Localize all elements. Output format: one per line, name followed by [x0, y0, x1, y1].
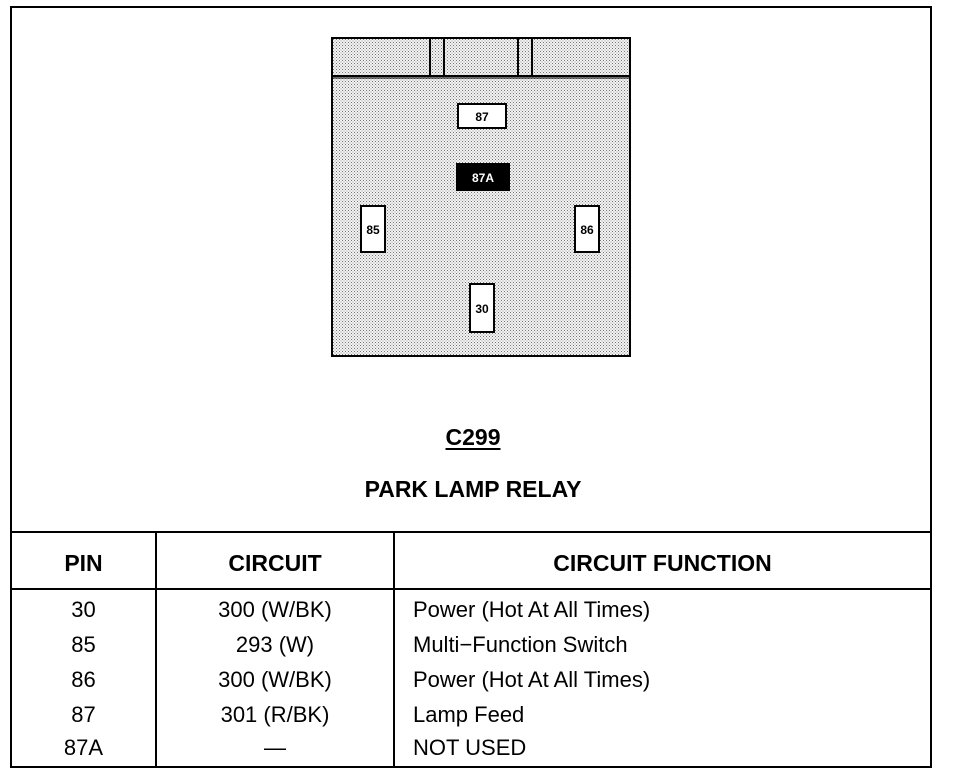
row-pin: 85	[71, 632, 96, 657]
pin-30-label: 30	[475, 302, 489, 316]
row-circuit: 301 (R/BK)	[220, 702, 330, 727]
pin-87a-label: 87A	[472, 171, 494, 185]
row-pin: 30	[71, 597, 96, 622]
relay-connector-diagram: 87 87A 85 86 30	[331, 37, 631, 357]
header-pin: PIN	[64, 550, 103, 576]
connector-id: C299	[445, 424, 501, 450]
header-circuit-function: CIRCUIT FUNCTION	[553, 550, 772, 576]
row-pin: 86	[71, 667, 96, 692]
row-pin: 87	[71, 702, 96, 727]
column-divider-1	[155, 531, 157, 766]
row-circuit: —	[264, 735, 286, 760]
row-circuit: 300 (W/BK)	[218, 597, 332, 622]
pin-87a-terminal: 87A	[456, 163, 510, 191]
row-pin: 87A	[63, 735, 104, 760]
pin-30-terminal: 30	[469, 283, 495, 333]
connector-name: PARK LAMP RELAY	[364, 476, 582, 502]
row-circuit: 293 (W)	[235, 632, 315, 657]
pin-87-label: 87	[475, 110, 489, 124]
pin-86-label: 86	[580, 223, 594, 237]
pin-86-terminal: 86	[574, 205, 600, 253]
table-top-rule	[12, 531, 930, 533]
row-function: Power (Hot At All Times)	[413, 667, 651, 692]
column-divider-2	[393, 531, 395, 766]
row-function: Power (Hot At All Times)	[413, 597, 651, 622]
row-function: Lamp Feed	[413, 702, 525, 727]
row-circuit: 300 (W/BK)	[218, 667, 332, 692]
header-circuit: CIRCUIT	[228, 550, 322, 576]
table-header-rule	[12, 588, 930, 590]
row-function: NOT USED	[413, 735, 527, 760]
pin-85-terminal: 85	[360, 205, 386, 253]
pin-87-terminal: 87	[457, 103, 507, 129]
relay-latch-strip	[331, 37, 631, 77]
document-frame: 87 87A 85 86 30 C299 PARK LAMP RELAY PIN…	[10, 6, 932, 768]
row-function: Multi−Function Switch	[413, 632, 628, 657]
pin-85-label: 85	[366, 223, 380, 237]
